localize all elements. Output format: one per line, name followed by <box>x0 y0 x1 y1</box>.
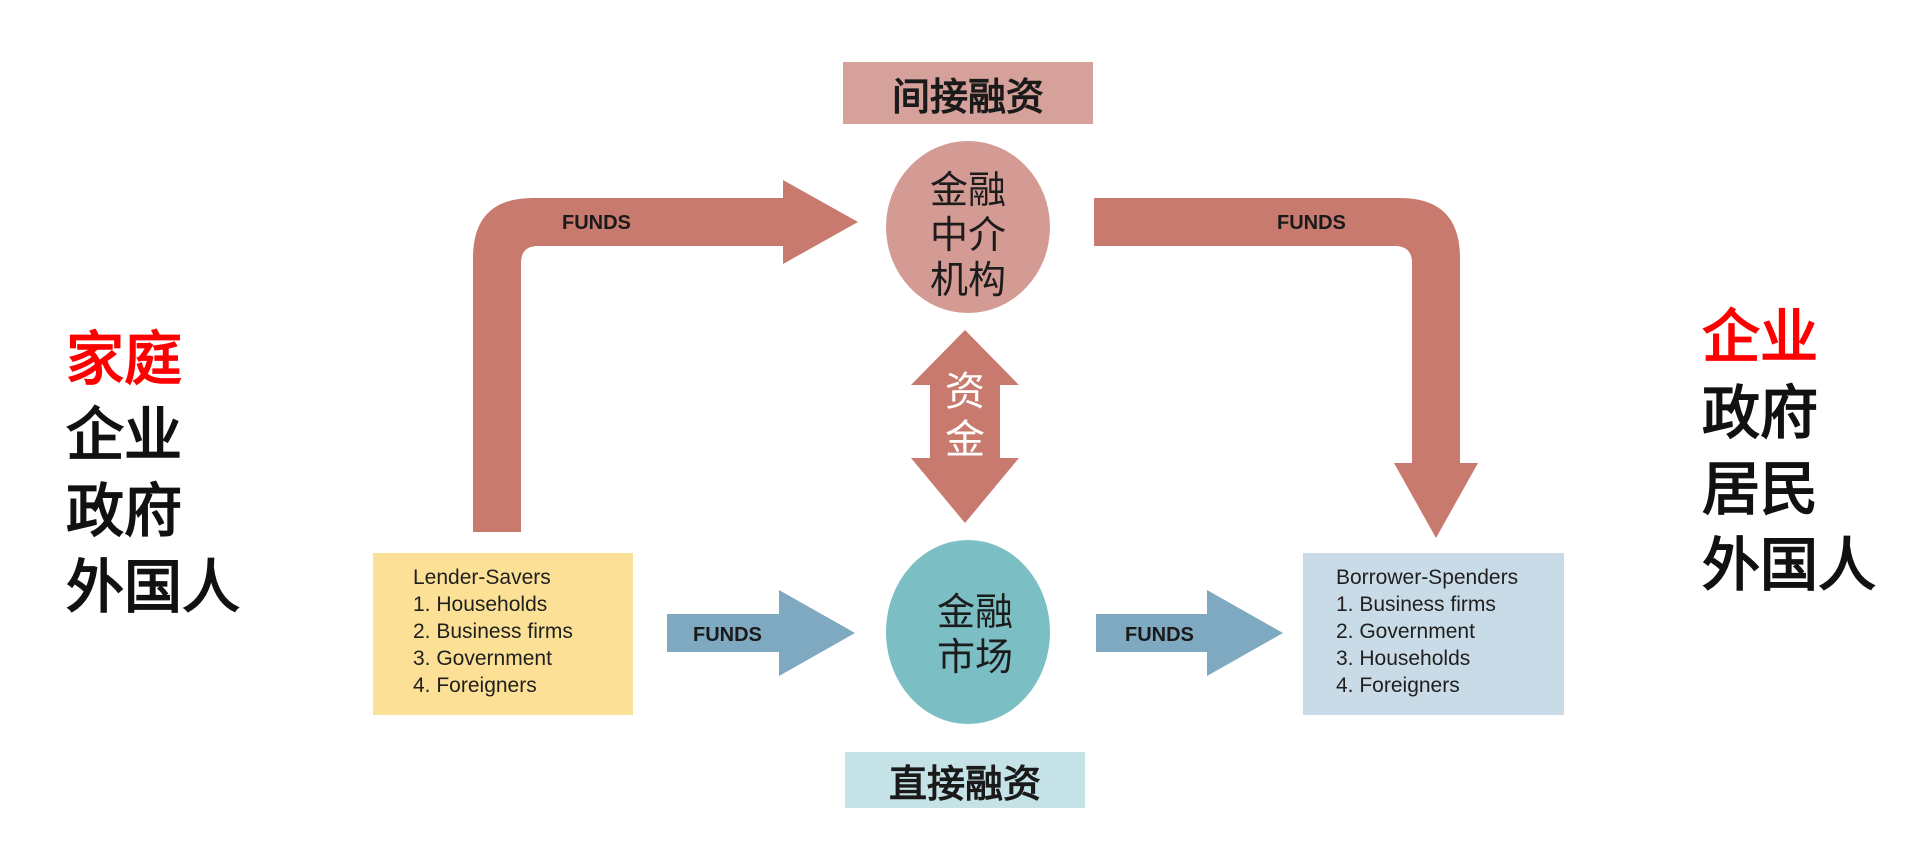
funds-label-bottom-right: FUNDS <box>1125 624 1194 646</box>
financial-market-circle <box>886 540 1050 724</box>
funds-arrow-lender-to-intermediary <box>473 180 858 532</box>
intermediary-line: 机构 <box>929 258 1006 302</box>
direct-finance-label: 直接融资 <box>888 761 1041 806</box>
direct-finance-label-bg <box>845 752 1085 808</box>
lender-item: 3. Government <box>413 647 552 670</box>
intermediary-text: 金融 中介 机构 <box>868 168 1068 303</box>
funds-arrow-lender-to-market <box>667 590 855 676</box>
borrower-title: Borrower-Spenders <box>1336 566 1519 589</box>
lender-item: 4. Foreigners <box>413 674 537 697</box>
funds-label-top-left: FUNDS <box>562 212 631 234</box>
borrower-item: 2. Government <box>1336 620 1475 643</box>
borrower-item: 1. Business firms <box>1336 593 1496 616</box>
funds-label-bottom-left: FUNDS <box>693 624 762 646</box>
financial-intermediary-circle <box>886 141 1050 313</box>
lender-title: Lender-Savers <box>413 566 551 589</box>
lender-item: 1. Households <box>413 593 548 616</box>
right-entity-item: 政府 <box>1702 379 1819 447</box>
right-entity-item: 居民 <box>1702 455 1819 523</box>
vertical-funds-char: 金 <box>945 417 985 463</box>
vertical-funds-text: 资 金 <box>930 368 1000 464</box>
funds-arrow-intermediary-to-borrower <box>1094 198 1478 538</box>
market-line: 市场 <box>936 635 1013 679</box>
market-line: 金融 <box>936 590 1013 634</box>
funds-arrow-market-to-borrower <box>1096 590 1283 676</box>
right-entity-item: 企业 <box>1702 303 1819 371</box>
funds-double-arrow-vertical <box>911 330 1019 523</box>
left-entity-item: 外国人 <box>66 553 241 621</box>
left-entity-item: 政府 <box>66 477 183 545</box>
intermediary-line: 金融 <box>929 168 1006 212</box>
lender-savers-box: Lender-Savers 1. Households 2. Business … <box>373 553 633 715</box>
left-entity-item: 企业 <box>66 401 183 469</box>
right-entity-list: 企业政府居民外国人 <box>1702 299 1876 603</box>
left-entity-item: 家庭 <box>66 325 183 393</box>
borrower-item: 4. Foreigners <box>1336 674 1460 697</box>
indirect-finance-label: 间接融资 <box>891 74 1044 119</box>
vertical-funds-char: 资 <box>945 369 985 415</box>
borrower-item: 3. Households <box>1336 647 1471 670</box>
funds-label-top-right: FUNDS <box>1277 212 1346 234</box>
market-text: 金融 市场 <box>875 590 1075 680</box>
indirect-finance-label-bg <box>843 62 1093 124</box>
right-entity-item: 外国人 <box>1702 531 1877 599</box>
intermediary-line: 中介 <box>929 213 1006 257</box>
left-entity-list: 家庭企业政府外国人 <box>66 321 240 625</box>
borrower-spenders-box: Borrower-Spenders 1. Business firms 2. G… <box>1303 553 1564 715</box>
lender-item: 2. Business firms <box>413 620 573 643</box>
